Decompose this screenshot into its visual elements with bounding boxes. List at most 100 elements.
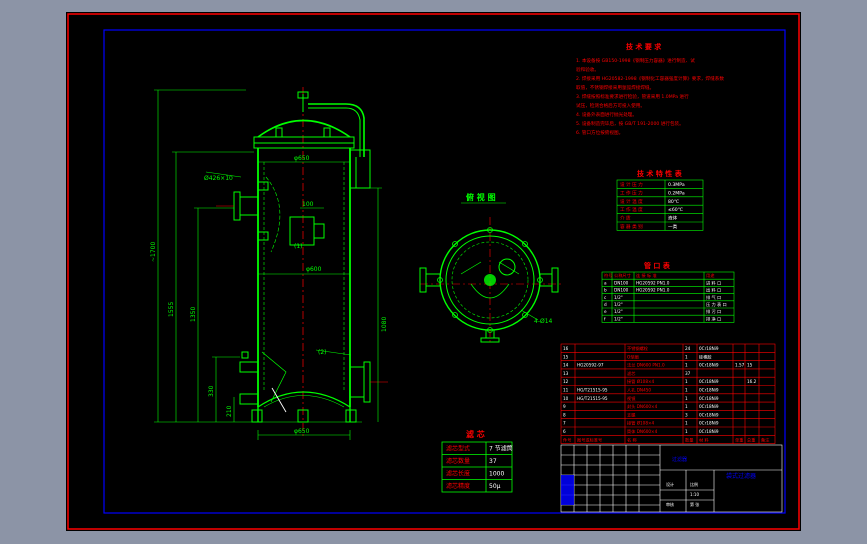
bom-cell: 16: [563, 346, 569, 351]
nozzle-cell: 公称尺寸: [614, 272, 631, 279]
bom-header-cell: 单重: [735, 436, 743, 443]
bom-cell: 接管 Ø108×4: [627, 420, 655, 427]
note-line: 验和验收。: [576, 66, 599, 73]
bom-cell: 24: [685, 346, 691, 351]
nozzle-cell: HG20592 PN1.0: [636, 288, 670, 293]
spec-cell: 容 器 类 别: [620, 223, 643, 230]
top-view-title: 俯 视 图: [466, 192, 496, 202]
top-pipe: [308, 103, 365, 157]
bom-cell: 1: [685, 354, 688, 359]
dim-height-right: 1080: [381, 317, 388, 332]
nozzle-cell: d: [604, 302, 607, 307]
bom-cell: 1: [685, 379, 688, 384]
filter-cell: 滤芯长度: [446, 470, 470, 478]
top-view-center: [484, 274, 496, 286]
bom-cell: HG20592-97: [577, 363, 604, 368]
top-view-manhole: [498, 258, 516, 276]
spec-cell: 工 作 温 度: [620, 206, 643, 213]
note-line: 2. 焊接采用 HG20582-1998《钢制化工容器强度计算》要求，焊缝系数: [576, 75, 724, 82]
bom-header-cell: 件号: [563, 436, 571, 443]
title-drawn: 设计: [666, 481, 674, 487]
bom-cell: 3: [685, 412, 688, 417]
bom-cell: O型圈: [627, 353, 639, 360]
nozzle-cell: 用途: [706, 272, 715, 279]
spec-cell: 80℃: [668, 199, 679, 205]
nozzle-cell: a: [604, 280, 607, 285]
bom-cell: 0Cr18Ni9: [699, 404, 719, 409]
bom-cell: HG/T21515-95: [577, 396, 608, 401]
bom-cell: 人孔 DN450: [627, 387, 651, 394]
dim-bottom-2: 210: [226, 405, 233, 417]
top-view: 俯 视 图: [419, 192, 561, 344]
support-leg-left: [251, 409, 263, 423]
spec-cell: 0.2MPa: [668, 190, 685, 196]
nozzle-cell: 压 力 表 口: [706, 301, 727, 308]
sight-glass: [289, 216, 315, 246]
inlet-nozzle: [239, 196, 259, 216]
bom-cell: 支腿: [627, 411, 636, 418]
drawing-sheet[interactable]: ~1700 1555 1350 1080 330 210 φ650 φ600 φ…: [66, 12, 801, 531]
bom-cell: 12: [563, 379, 569, 384]
bom-header-cell: 名 称: [627, 436, 637, 443]
bom-cell: 15: [747, 363, 753, 368]
bom-cell: 16.2: [747, 379, 757, 384]
nozzle-cell: c: [604, 295, 607, 300]
filter-cell: 滤芯型式: [446, 445, 470, 453]
bom-cell: 10: [563, 396, 569, 401]
title-checked: 审核: [666, 501, 674, 507]
nozzle-cell: b: [604, 288, 607, 293]
note-line: 6. 管口方位按俯视图。: [576, 129, 623, 136]
spec-cell: 设 计 温 度: [620, 198, 643, 205]
bom-cell: 0Cr18Ni9: [699, 412, 719, 417]
nozzle-cell: 1/2": [614, 302, 623, 307]
bom-cell: 不锈钢螺栓: [627, 345, 649, 352]
bom-cell: 滤芯: [627, 370, 635, 377]
note-line: 4. 设备外表面进行抛光处理。: [576, 111, 637, 118]
note-line: 试压，检测合格后方可投入使用。: [576, 102, 645, 109]
callout-side-label: Ø426×10: [204, 175, 233, 182]
dim-nozzle: 100: [302, 201, 314, 208]
top-flange-2: [253, 142, 355, 149]
top-flange: [253, 136, 355, 144]
nozzle-cell: f: [604, 316, 606, 321]
bom-cell: 37: [685, 371, 691, 376]
bom-header-cell: 总重: [747, 436, 755, 442]
bom-cell: 筒体 DN600×4: [627, 428, 658, 435]
bom-cell: 9: [563, 404, 566, 409]
nozzle-cell: DN100: [614, 280, 629, 285]
nozzle-cell: DN100: [614, 288, 629, 293]
note-line: 取值，不锈钢焊接采用氩弧焊接焊缝。: [576, 84, 654, 91]
bom-cell: 1.57: [735, 363, 745, 368]
spec-cell: 介 质: [620, 215, 631, 222]
bom-header-cell: 数量: [685, 436, 693, 443]
spec-cell: ≤60℃: [668, 207, 683, 213]
bom-cell: 1: [685, 421, 688, 426]
filter-cell: 7 节滤筒: [489, 445, 513, 453]
spec-table-title: 技 术 特 性 表: [637, 169, 683, 178]
bom-cell: 0Cr18Ni9: [699, 379, 719, 384]
title-scale-label: 比例: [690, 481, 698, 487]
bom-cell: 0Cr18Ni9: [699, 421, 719, 426]
dim-height-flange: 1350: [190, 307, 197, 322]
bom-cell: 0Cr18Ni9: [699, 346, 719, 351]
nozzle-cell: 出 料 口: [706, 287, 721, 294]
title-scale: 1:10: [690, 492, 699, 497]
bom-header-cell: 材 料: [699, 436, 710, 443]
bom-cell: 0Cr18Ni9: [699, 363, 719, 368]
bom-cell: 0Cr18Ni9: [699, 388, 719, 393]
nozzle-cell: HG20592 PN1.0: [636, 280, 670, 285]
title-project: 过滤器: [672, 456, 687, 463]
bom-cell: 接管 Ø108×4: [627, 378, 655, 385]
bottom-head: [257, 391, 351, 408]
drawing-canvas: ~1700 1555 1350 1080 330 210 φ650 φ600 φ…: [67, 13, 800, 530]
bom-header-cell: 图号或标准号: [577, 436, 602, 443]
note-line: 3. 焊缝按照标准要求进行检验，管道采用 1.0MPa 进行: [576, 93, 689, 100]
filter-cell: 滤芯精度: [446, 482, 470, 490]
callout-lower-label: (2): [318, 349, 327, 356]
filter-cell: 1000: [489, 471, 504, 478]
note-line: 1. 本设备按 GB150-1998《钢制压力容器》进行制造、试: [576, 57, 695, 64]
dim-total-height: ~1700: [150, 242, 157, 262]
bom-cell: 法兰 DN600 PN1.0: [627, 362, 665, 369]
